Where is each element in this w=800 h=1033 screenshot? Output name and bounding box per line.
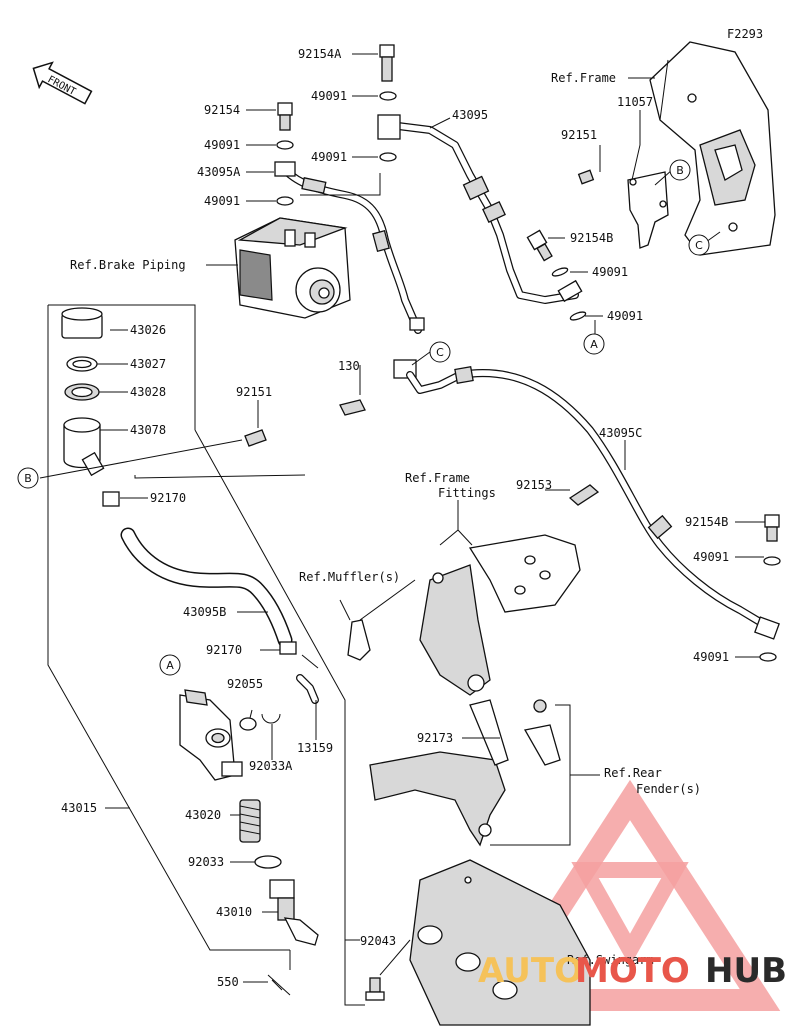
label-49091: 49091 <box>311 150 347 164</box>
part-labels: 92154A 49091 92154 43095 49091 49091 430… <box>61 47 729 989</box>
banjo-43095A <box>274 161 296 177</box>
label-43010: 43010 <box>216 905 252 919</box>
watermark-triangle-icon <box>479 779 781 1011</box>
callout-b-right: B <box>669 159 691 181</box>
clamp-92170-b <box>279 641 297 655</box>
ref-brake-piping-label: Ref.Brake Piping <box>70 258 186 272</box>
ref-labels: Ref.Frame Ref.Brake Piping Ref.Frame Fit… <box>70 71 701 967</box>
spring-43020 <box>239 799 261 843</box>
washer-49091-a <box>379 91 397 101</box>
bolt-92154A <box>379 44 395 82</box>
label-49091: 49091 <box>693 550 729 564</box>
label-43026: 43026 <box>130 323 166 337</box>
master-cylinder <box>179 689 243 781</box>
label-92154B: 92154B <box>570 231 613 245</box>
label-130: 130 <box>338 359 360 373</box>
svg-text:B: B <box>24 472 32 485</box>
label-92033A: 92033A <box>249 759 293 773</box>
label-49091: 49091 <box>592 265 628 279</box>
label-43015: 43015 <box>61 801 97 815</box>
frame-fittings <box>419 534 581 696</box>
watermark-logo <box>479 779 781 1011</box>
clamp-92170-a <box>102 491 120 507</box>
callout-a-top: A <box>583 333 605 355</box>
label-43095B: 43095B <box>183 605 226 619</box>
rear-fender <box>369 699 561 847</box>
label-92055: 92055 <box>227 677 263 691</box>
label-92154: 92154 <box>204 103 240 117</box>
callout-a-bottom: A <box>159 654 181 676</box>
label-49091: 49091 <box>204 194 240 208</box>
swingarm <box>409 859 591 1026</box>
label-92154A: 92154A <box>298 47 342 61</box>
callout-b-left: B <box>17 467 39 489</box>
label-49091: 49091 <box>693 650 729 664</box>
label-92170: 92170 <box>206 643 242 657</box>
front-arrow-icon: FRONT <box>32 61 93 105</box>
washer-49091-b <box>276 140 294 150</box>
svg-text:C: C <box>695 239 703 252</box>
label-43095A: 43095A <box>197 165 241 179</box>
watermark-text: AUTO MOTO HUB <box>478 951 787 991</box>
label-11057: 11057 <box>617 95 653 109</box>
washer-49091-d <box>276 196 294 206</box>
bolt-92154 <box>277 102 293 131</box>
ref-frame-label: Ref.Frame <box>551 71 616 85</box>
label-92173: 92173 <box>417 731 453 745</box>
label-550: 550 <box>217 975 239 989</box>
ref-frame-fittings-label-1: Ref.Frame <box>405 471 470 485</box>
circlip-92033 <box>254 855 282 869</box>
label-92151: 92151 <box>236 385 272 399</box>
ref-swingarm-label: Ref.Swingarm <box>567 953 654 967</box>
abs-unit <box>234 217 351 319</box>
oring-92055 <box>239 717 257 731</box>
label-43095C: 43095C <box>599 426 642 440</box>
muffler-bracket <box>347 619 371 661</box>
label-92170: 92170 <box>150 491 186 505</box>
circlip-92033A <box>261 713 281 724</box>
label-49091: 49091 <box>607 309 643 323</box>
label-49091: 49091 <box>311 89 347 103</box>
leader-lines <box>39 53 765 1006</box>
frame-bracket <box>649 41 776 256</box>
callout-c-frame: C <box>688 234 710 256</box>
svg-text:C: C <box>436 346 444 359</box>
watermark-auto: AUTO <box>478 951 583 991</box>
watermark-moto: MOTO <box>575 951 690 991</box>
pushrod-43010 <box>269 879 319 946</box>
label-13159: 13159 <box>297 741 333 755</box>
label-92033: 92033 <box>188 855 224 869</box>
svg-text:B: B <box>676 164 684 177</box>
label-92153: 92153 <box>516 478 552 492</box>
label-92154B: 92154B <box>685 515 728 529</box>
label-49091: 49091 <box>204 138 240 152</box>
label-92043: 92043 <box>360 934 396 948</box>
bolt-92043 <box>365 977 385 1001</box>
svg-text:A: A <box>166 659 174 672</box>
cotter-pin-550 <box>267 974 291 996</box>
reservoir-43078 <box>63 417 105 477</box>
label-43020: 43020 <box>185 808 221 822</box>
ref-mufflers-label: Ref.Muffler(s) <box>299 570 400 584</box>
callout-c-hose: C <box>429 341 451 363</box>
ref-rear-fender-label-1: Ref.Rear <box>604 766 662 780</box>
ref-rear-fender-label-2: Fender(s) <box>636 782 701 796</box>
label-43027: 43027 <box>130 357 166 371</box>
ref-frame-fittings-label-2: Fittings <box>438 486 496 500</box>
label-43078: 43078 <box>130 423 166 437</box>
svg-text:A: A <box>590 338 598 351</box>
label-43028: 43028 <box>130 385 166 399</box>
watermark-hub: HUB <box>705 951 787 991</box>
label-43095: 43095 <box>452 108 488 122</box>
reservoir-cap-43026 <box>61 307 103 339</box>
diagram-code: F2293 <box>727 27 763 41</box>
washer-49091-c <box>379 152 397 162</box>
bracket-11057 <box>627 171 669 249</box>
label-92151: 92151 <box>561 128 597 142</box>
